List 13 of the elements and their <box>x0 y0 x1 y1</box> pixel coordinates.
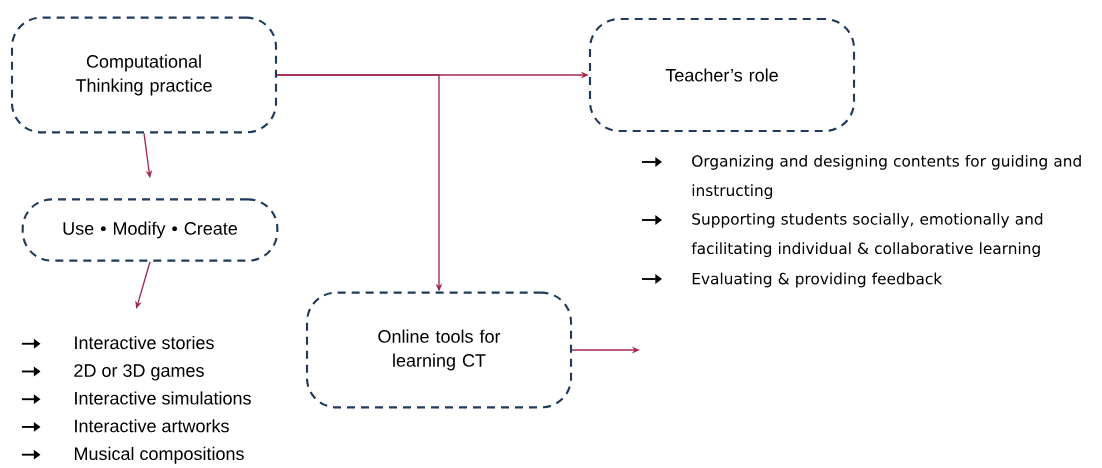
node-label: Interactive simulations <box>75 391 251 405</box>
node-label: 2D or 3D games <box>74 364 204 381</box>
list-item: Organizing and designing contents for guiding and instructing <box>692 154 1081 200</box>
list-item: Supporting students socially, emotionally and facilitating individual & collaborative learning <box>691 212 1043 258</box>
list-item: Evaluating & providing feedback <box>692 272 943 288</box>
rounded-box: Teacher’s role <box>588 17 856 133</box>
node-label: Interactive stories <box>75 335 214 350</box>
node-label: Musical compositions <box>74 446 244 464</box>
item-list: Interactive stories 2D or 3D games Interactive simulations Interactive artworks Musical compositions <box>20 335 251 464</box>
node-label: Interactive artworks <box>75 419 229 433</box>
rounded-box: Computational Thinking practice <box>10 16 278 134</box>
rounded-box: Use • Modify • Create <box>21 198 279 262</box>
rounded-box: Online tools for learning CT <box>305 291 573 409</box>
